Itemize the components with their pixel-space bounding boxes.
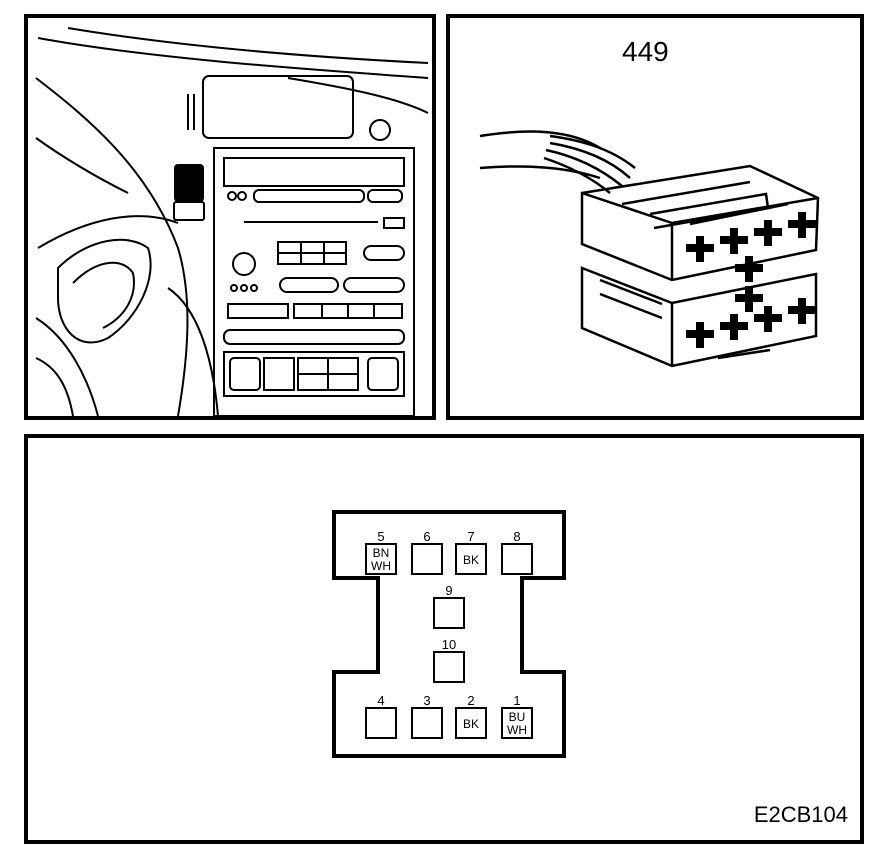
- location-panel: [24, 14, 436, 420]
- pin-8: 8: [501, 529, 533, 575]
- connector-outline: [332, 510, 566, 758]
- connector-panel: 449: [446, 14, 864, 420]
- pin-wire-color: BK: [463, 553, 479, 567]
- pin-number: 2: [467, 693, 474, 708]
- pin-box: [433, 651, 465, 683]
- connector-number: 449: [622, 36, 669, 67]
- pin-box: [455, 543, 487, 575]
- pin-number: 7: [467, 529, 474, 544]
- pin-wire-color: BN: [373, 546, 390, 560]
- pin-number: 5: [377, 529, 384, 544]
- pin-box: [365, 707, 397, 739]
- pin-wire-color-2: WH: [507, 723, 527, 737]
- pin-number: 4: [377, 693, 384, 708]
- pin-number: 3: [423, 693, 430, 708]
- pin-wire-color-2: WH: [371, 559, 391, 573]
- pin-4: 4: [365, 693, 397, 739]
- pin-number: 10: [442, 637, 456, 652]
- pin-6: 6: [411, 529, 443, 575]
- pin-box: [411, 707, 443, 739]
- pin-number: 9: [445, 583, 452, 598]
- pin-7: 7BK: [455, 529, 487, 575]
- pin-box: [501, 707, 533, 739]
- diagram-code: E2CB104: [753, 802, 848, 827]
- pin-3: 3: [411, 693, 443, 739]
- pin-wire-color: BU: [509, 710, 526, 724]
- pin-box: [455, 707, 487, 739]
- pin-box: [365, 543, 397, 575]
- pin-number: 1: [513, 693, 520, 708]
- connector-icon: [479, 130, 820, 368]
- pin-10: 10: [433, 637, 465, 683]
- pin-number: 8: [513, 529, 520, 544]
- pin-box: [433, 597, 465, 629]
- pin-number: 6: [423, 529, 430, 544]
- pin-wire-color: BK: [463, 717, 479, 731]
- pin-box: [411, 543, 443, 575]
- dashboard-radio-icon: [35, 27, 429, 416]
- pin-9: 9: [433, 583, 465, 629]
- pin-box: [501, 543, 533, 575]
- pin-2: 2BK: [455, 693, 487, 739]
